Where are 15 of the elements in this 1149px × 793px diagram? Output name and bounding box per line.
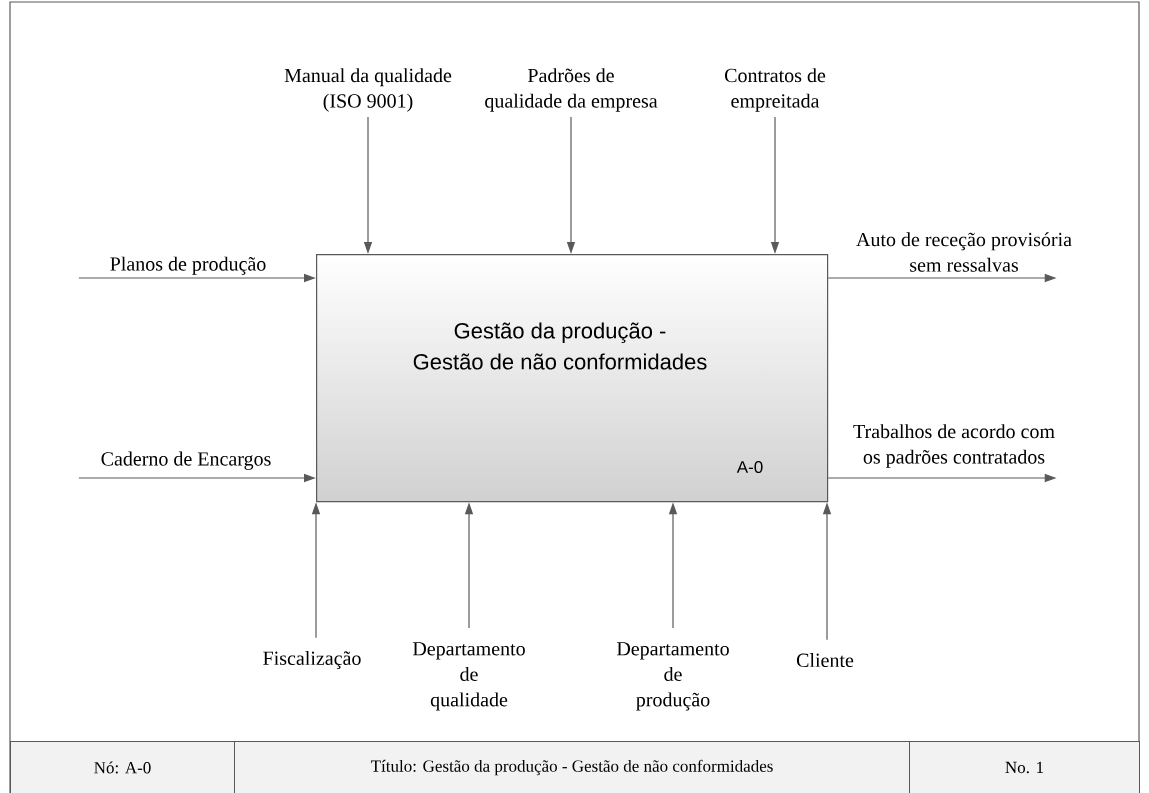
arrow-label: Contratos de empreitada [725, 68, 826, 112]
arrow-label: Auto de receção provisória sem ressalvas [856, 232, 1072, 272]
arrow-label: Manual da qualidade (ISO 9001) [284, 68, 452, 112]
arrow-label: Departamento de qualidade [412, 642, 525, 711]
arrow-label: Cliente [796, 652, 854, 668]
process-title: Gestão da produção - Gestão de não conformidades [413, 322, 707, 370]
arrow-label: Planos de produção [110, 256, 266, 275]
node-number: A-0 [736, 461, 763, 474]
table-cell: Nó: A-0 [10, 741, 235, 793]
arrow-label: Fiscalização [263, 650, 361, 670]
arrow-label: Trabalhos de acordo com os padrões contratados [853, 424, 1055, 468]
arrow-label: Departamento de produção [616, 642, 729, 711]
table-cell: No. 1 [909, 741, 1140, 793]
arrow-label: Padrões de qualidade da empresa [485, 68, 658, 112]
arrow-label: Caderno de Encargos [101, 451, 271, 470]
